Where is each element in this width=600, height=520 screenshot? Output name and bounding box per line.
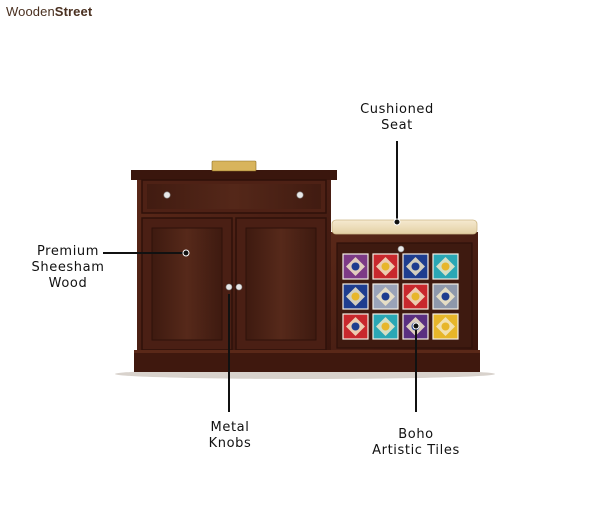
brand-logo: WoodenStreet	[6, 4, 92, 19]
callout-wood: Premium Sheesham Wood	[12, 244, 124, 292]
brand-logo-part2: Street	[54, 4, 93, 19]
cabinet-top	[131, 170, 337, 180]
decorative-tile	[432, 283, 459, 310]
callout-knobs-line1: Metal	[210, 420, 250, 435]
callout-wood-line1: Premium	[36, 244, 100, 259]
decorative-tile	[432, 313, 459, 340]
callout-knobs: Metal Knobs	[190, 420, 270, 452]
cushioned-seat	[331, 219, 478, 235]
tile-door-knob[interactable]	[397, 245, 405, 253]
brand-logo-part1: Wooden	[6, 4, 55, 19]
callout-tiles-line1: Boho	[398, 427, 434, 442]
callout-wood-line2: Sheesham Wood	[31, 260, 105, 291]
callout-seat-line1: Cushioned	[360, 102, 434, 117]
drawer-knob-right[interactable]	[296, 191, 304, 199]
left-cabinet	[131, 170, 337, 352]
brand-plate	[211, 160, 257, 172]
callout-tiles-line2: Artistic Tiles	[372, 443, 460, 458]
decorative-tile	[342, 283, 369, 310]
drawer-knob-left[interactable]	[163, 191, 171, 199]
decorative-tile	[372, 253, 399, 280]
decorative-tile	[372, 283, 399, 310]
callout-seat: Cushioned Seat	[347, 102, 447, 134]
door-knob-right[interactable]	[235, 283, 243, 291]
callout-seat-line2: Seat	[381, 118, 413, 133]
decorative-tile	[402, 253, 429, 280]
callout-knobs-line2: Knobs	[208, 436, 252, 451]
callout-tiles: Boho Artistic Tiles	[356, 427, 476, 459]
decorative-tile	[342, 253, 369, 280]
decorative-tile	[372, 313, 399, 340]
decorative-tile	[432, 253, 459, 280]
bench-section	[331, 219, 478, 352]
door-knob-left[interactable]	[225, 283, 233, 291]
tile-grid	[342, 253, 459, 340]
decorative-tile	[402, 283, 429, 310]
plinth	[134, 350, 480, 372]
decorative-tile	[342, 313, 369, 340]
